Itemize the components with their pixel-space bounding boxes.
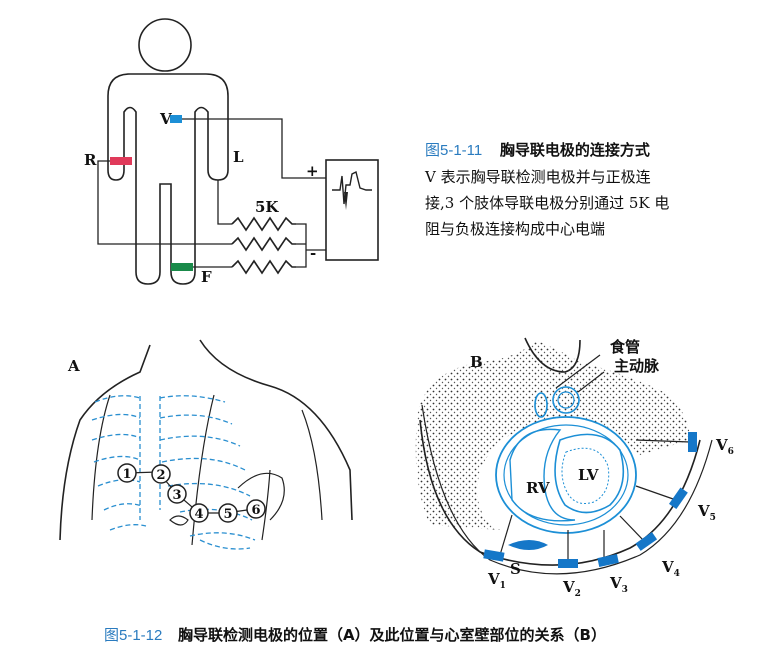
electrode-arrows [499,354,691,565]
electrode-v6 [246,499,266,519]
heart-outline [495,416,637,534]
figure-a-label: A [67,357,80,375]
label-minus: - [310,244,316,262]
body-outline [107,73,229,285]
body-head [138,18,192,72]
figure-a-torso [59,339,353,550]
caption-bottom: 图5-1-12 胸导联检测电极的位置（A）及此位置与心室壁部位的关系（B） [104,624,744,647]
circuit-wires [97,118,326,268]
electrode-v5 [218,503,238,523]
electrode-pad-v6 [688,432,697,452]
label-lv: LV [578,466,599,484]
lead-label-v2: V2 [562,578,581,599]
caption-top: 图5-1-11 胸导联电极的连接方式 V 表示胸导联检测电极并与正极连 接,3 … [425,137,735,242]
caption-bottom-number: 图5-1-12 [104,627,163,644]
figure-b-cross-section [415,337,713,575]
electrode-pad-v3 [597,554,619,567]
electrode-num-5: 5 [223,507,232,522]
right-ventricle [509,428,576,522]
lead-label-v3: V3 [609,574,628,595]
electrode-num-6: 6 [251,503,260,518]
electrode-pad-v1 [483,549,505,562]
label-aorta: 主动脉 [614,357,660,375]
lead-label-v4: V4 [661,558,680,579]
figure-b-label: B [470,353,483,371]
caption-top-title: 胸导联电极的连接方式 [499,141,650,159]
electrode-num-1: 1 [122,467,131,482]
caption-top-line-2: 接,3 个肢体导联电极分别通过 5K 电 [425,194,670,212]
ecg-trace [332,170,372,205]
label-s: S [510,560,521,578]
label-rv: RV [526,479,550,497]
electrode-v4 [189,503,209,523]
resistors [231,216,296,275]
electrode-v1 [117,463,137,483]
label-esophagus: 食管 [610,338,640,356]
lead-electrodes [483,432,697,568]
electrode-pad-v5 [668,487,688,510]
lead-label-v6: V6 [715,436,734,457]
rib-outlines [91,395,256,550]
electrode-num-3: 3 [172,488,181,503]
caption-top-line-1: V 表示胸导联检测电极并与正极连 [425,168,651,186]
f-electrode [171,263,193,271]
v-electrode [170,115,182,123]
lead-label-v5: V5 [697,502,716,523]
electrode-pad-v4 [635,531,658,551]
electrode-num-4: 4 [194,507,203,522]
label-v: V [159,110,172,128]
label-f: F [201,268,212,286]
chest-electrodes: 1 2 3 4 5 6 [117,463,266,523]
caption-top-number: 图5-1-11 [425,142,483,159]
caption-top-line-3: 阻与负极连接构成中心电端 [425,220,606,238]
r-electrode [110,157,132,165]
label-l: L [233,148,244,166]
label-r: R [84,151,97,169]
electrode-num-2: 2 [156,468,165,483]
electrode-v2 [151,464,171,484]
caption-bottom-title: 胸导联检测电极的位置（A）及此位置与心室壁部位的关系（B） [177,626,606,644]
lead-label-v1: V1 [487,570,506,591]
electrode-v3 [167,484,187,504]
label-plus: + [306,162,319,180]
left-ventricle [554,433,625,514]
caption-top-heading: 图5-1-11 胸导联电极的连接方式 [425,137,735,164]
label-5k: 5K [255,198,279,216]
electrode-pad-v2 [558,559,578,568]
ecg-trace-fill [344,192,348,210]
